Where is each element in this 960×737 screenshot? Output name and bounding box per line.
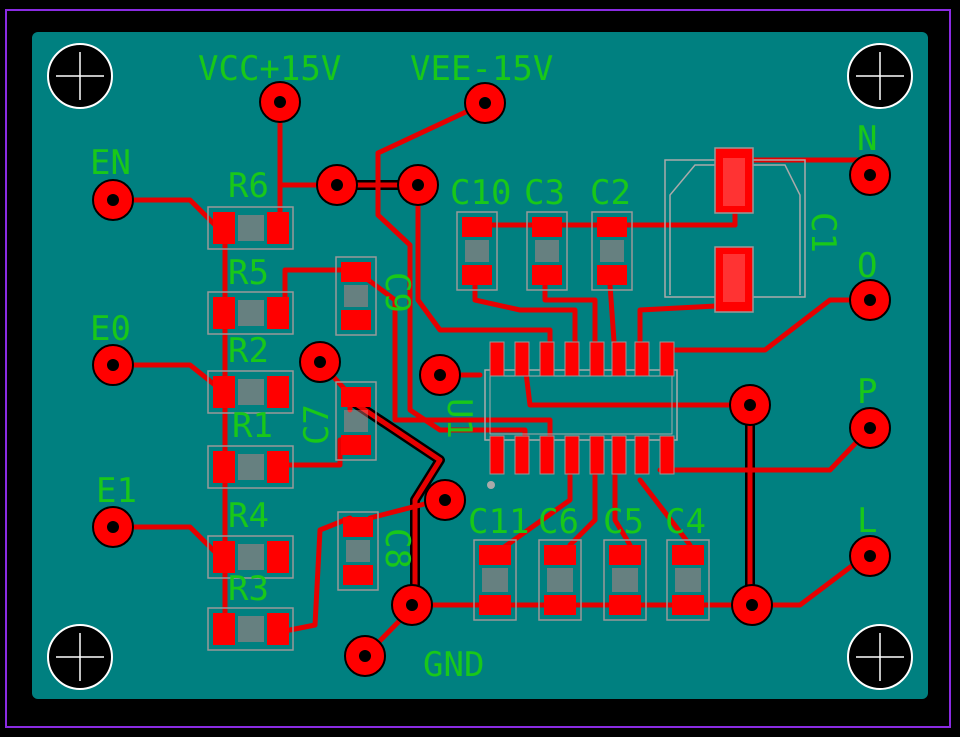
label-r1: R1 (232, 406, 273, 446)
capacitors (335, 211, 710, 621)
label-c1: C1 (803, 212, 843, 253)
capacitor-c7 (335, 381, 377, 461)
resistor-r3 (207, 607, 294, 651)
label-c3: C3 (524, 173, 565, 213)
label-o: O (857, 246, 877, 286)
label-r5: R5 (228, 253, 269, 293)
label-u1: U1 (439, 398, 479, 439)
label-l: L (857, 501, 877, 541)
label-e0: E0 (90, 309, 131, 349)
capacitor-c5 (603, 539, 647, 621)
label-r4: R4 (228, 496, 269, 536)
capacitor-c3 (526, 211, 568, 291)
board-body (32, 32, 928, 699)
label-e1: E1 (96, 471, 137, 511)
capacitor-c9 (335, 256, 377, 336)
ic-u1 (484, 341, 678, 489)
capacitor-c2 (591, 211, 633, 291)
board-outline (5, 9, 951, 728)
label-gnd: GND (423, 645, 484, 685)
label-c7: C7 (297, 404, 337, 445)
resistor-r2 (207, 370, 294, 414)
label-en: EN (90, 143, 131, 183)
label-c9: C9 (377, 272, 417, 313)
label-vcc: VCC+15V (198, 49, 341, 89)
resistors (207, 206, 294, 651)
label-r2: R2 (228, 331, 269, 371)
resistor-r1 (207, 445, 294, 489)
mounting-holes (47, 43, 913, 690)
label-vee: VEE-15V (410, 49, 553, 89)
resistor-r6 (207, 206, 294, 250)
capacitor-c11 (473, 539, 517, 621)
label-r6: R6 (228, 166, 269, 206)
capacitor-c10 (456, 211, 498, 291)
resistor-r4 (207, 535, 294, 579)
silkscreen-labels: VCC+15V VEE-15V EN E0 E1 N O P L GND R6 … (90, 49, 877, 685)
capacitor-c4 (666, 539, 710, 621)
label-c6: C6 (538, 502, 579, 542)
label-n: N (857, 119, 877, 159)
capacitor-c6 (538, 539, 582, 621)
label-c4: C4 (665, 502, 706, 542)
resistor-r5 (207, 291, 294, 335)
label-c10: C10 (450, 173, 511, 213)
label-p: P (857, 372, 877, 412)
label-r3: R3 (228, 569, 269, 609)
label-c5: C5 (603, 502, 644, 542)
capacitor-c8 (337, 511, 379, 591)
label-c11: C11 (468, 502, 529, 542)
capacitor-c1 (664, 147, 806, 313)
label-c2: C2 (590, 173, 631, 213)
label-c8: C8 (377, 528, 417, 569)
